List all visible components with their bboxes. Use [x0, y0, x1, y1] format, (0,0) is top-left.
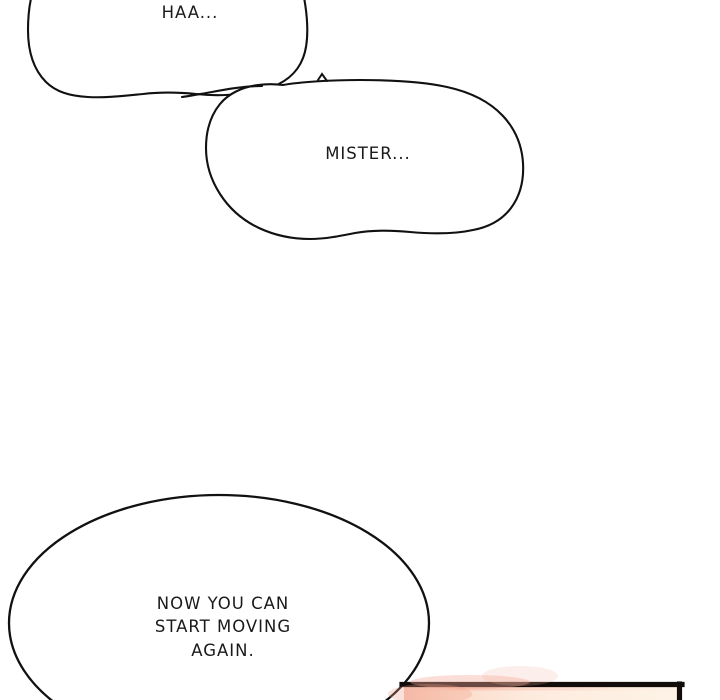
speech-bubble-now-you-can-start-moving-again — [7, 493, 431, 700]
speech-bubble-haa-text: HAA... — [161, 3, 219, 22]
character-body-edge — [388, 666, 685, 700]
speech-bubble-mister — [180, 72, 525, 241]
speech-bubble-mister-text: MISTER... — [325, 144, 411, 163]
speech-bubble-moving-text: NOW YOU CAN START MOVING AGAIN. — [154, 594, 292, 660]
